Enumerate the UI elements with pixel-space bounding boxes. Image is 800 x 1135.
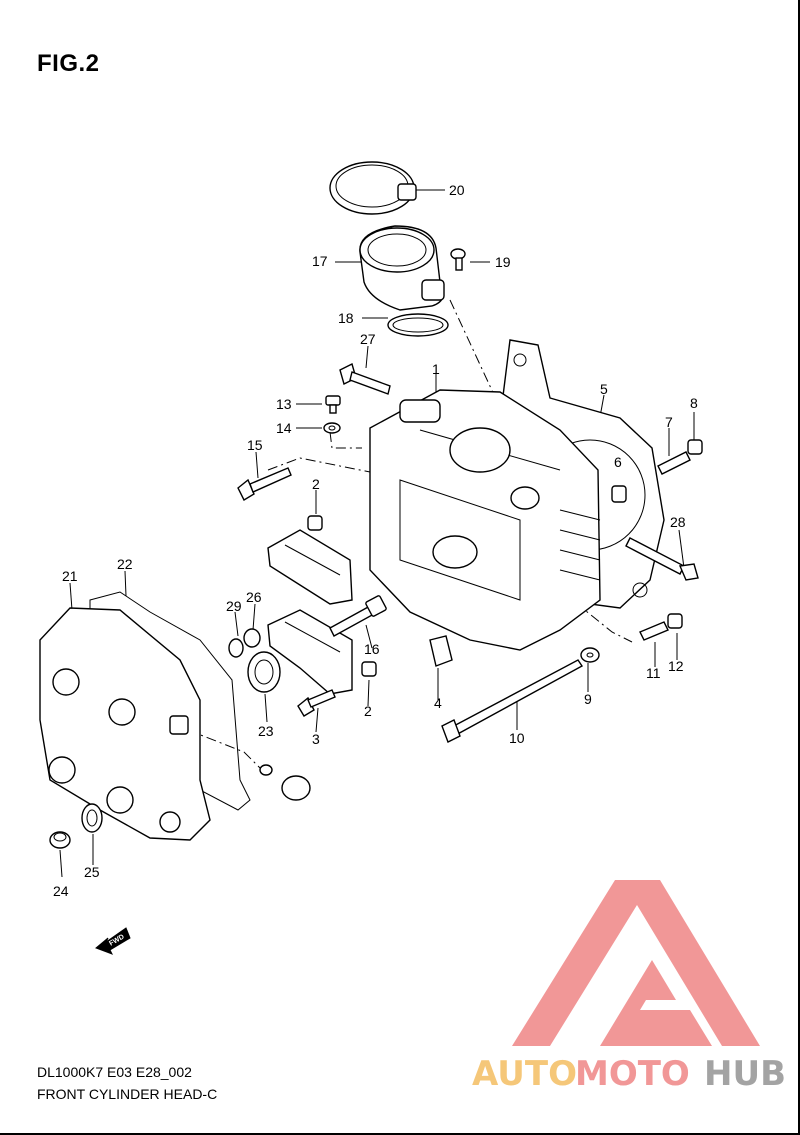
part-14-washer xyxy=(323,422,341,434)
fwd-arrow-icon: FWD xyxy=(95,927,131,955)
part-18-o-ring xyxy=(387,313,449,337)
part-7-bolt xyxy=(657,451,691,475)
part-6-dowel xyxy=(611,485,627,503)
callout-2b: 2 xyxy=(364,703,372,719)
part-29-seal xyxy=(228,638,244,658)
part-1-cylinder-head xyxy=(369,389,601,651)
callout-20: 20 xyxy=(449,182,465,198)
callout-22: 22 xyxy=(117,556,133,572)
callout-11: 11 xyxy=(646,665,661,681)
callout-13: 13 xyxy=(276,396,292,412)
part-12-nut xyxy=(667,613,683,629)
part-26-seal xyxy=(243,628,261,648)
callout-numbers: 20 17 19 18 27 1 5 8 13 7 14 15 6 2 28 2… xyxy=(53,182,698,899)
part-3-bolt xyxy=(297,689,336,717)
watermark-brand-hub: HUB xyxy=(704,1054,786,1094)
callout-4: 4 xyxy=(434,695,442,711)
diagram-code: DL1000K7 E03 E28_002 xyxy=(37,1064,192,1080)
figure-title: FIG.2 xyxy=(37,50,100,77)
callout-28: 28 xyxy=(670,514,686,530)
callout-10: 10 xyxy=(509,730,525,746)
watermark-brand-moto: MOTO xyxy=(575,1054,690,1094)
part-8-nut xyxy=(687,439,703,455)
callout-18: 18 xyxy=(338,310,354,326)
automotohub-watermark: AUTO MOTO HUB xyxy=(472,880,786,1094)
part-27-bolt xyxy=(339,362,391,395)
callout-26: 26 xyxy=(246,589,262,605)
callout-2a: 2 xyxy=(312,476,320,492)
part-21-head-cover xyxy=(39,607,211,841)
part-24-bolt xyxy=(49,831,71,849)
part-20-clamp xyxy=(329,161,417,215)
part-25-grommet xyxy=(81,803,103,833)
part-11-stud xyxy=(639,621,669,641)
part-15-bolt xyxy=(237,467,292,501)
callout-7: 7 xyxy=(665,414,673,430)
callout-15: 15 xyxy=(247,437,263,453)
part-17-intake-pipe xyxy=(359,225,445,311)
callout-17: 17 xyxy=(312,253,328,269)
callout-8: 8 xyxy=(690,395,698,411)
callout-9: 9 xyxy=(584,691,592,707)
part-2-dowel-lower xyxy=(361,661,377,677)
callout-25: 25 xyxy=(84,864,100,880)
part-28-bolt xyxy=(625,537,699,581)
part-2-dowel-upper xyxy=(307,515,323,531)
part-10-long-bolt xyxy=(441,659,584,743)
part-13-bolt xyxy=(325,395,341,414)
cover-plug-cap xyxy=(259,764,311,801)
callout-16: 16 xyxy=(364,641,380,657)
callout-5: 5 xyxy=(600,381,608,397)
callout-1: 1 xyxy=(432,361,440,377)
part-16-spark-plug xyxy=(329,595,387,637)
callout-12: 12 xyxy=(668,658,684,674)
watermark-logo-icon xyxy=(512,880,760,1046)
callout-21: 21 xyxy=(62,568,78,584)
callout-6: 6 xyxy=(614,454,622,470)
callout-24: 24 xyxy=(53,883,69,899)
callout-29: 29 xyxy=(226,598,242,614)
watermark-brand-auto: AUTO xyxy=(472,1054,577,1094)
camshaft-holder-upper xyxy=(267,529,353,605)
part-9-washer xyxy=(580,647,600,663)
callout-23: 23 xyxy=(258,723,274,739)
callout-27: 27 xyxy=(360,331,376,347)
diagram-name: FRONT CYLINDER HEAD-C xyxy=(37,1086,218,1102)
callout-14: 14 xyxy=(276,420,292,436)
callout-3: 3 xyxy=(312,731,320,747)
part-23-oil-seal xyxy=(247,651,281,693)
callout-19: 19 xyxy=(495,254,511,270)
part-19-screw xyxy=(450,248,466,271)
part-4-cap xyxy=(429,635,453,667)
